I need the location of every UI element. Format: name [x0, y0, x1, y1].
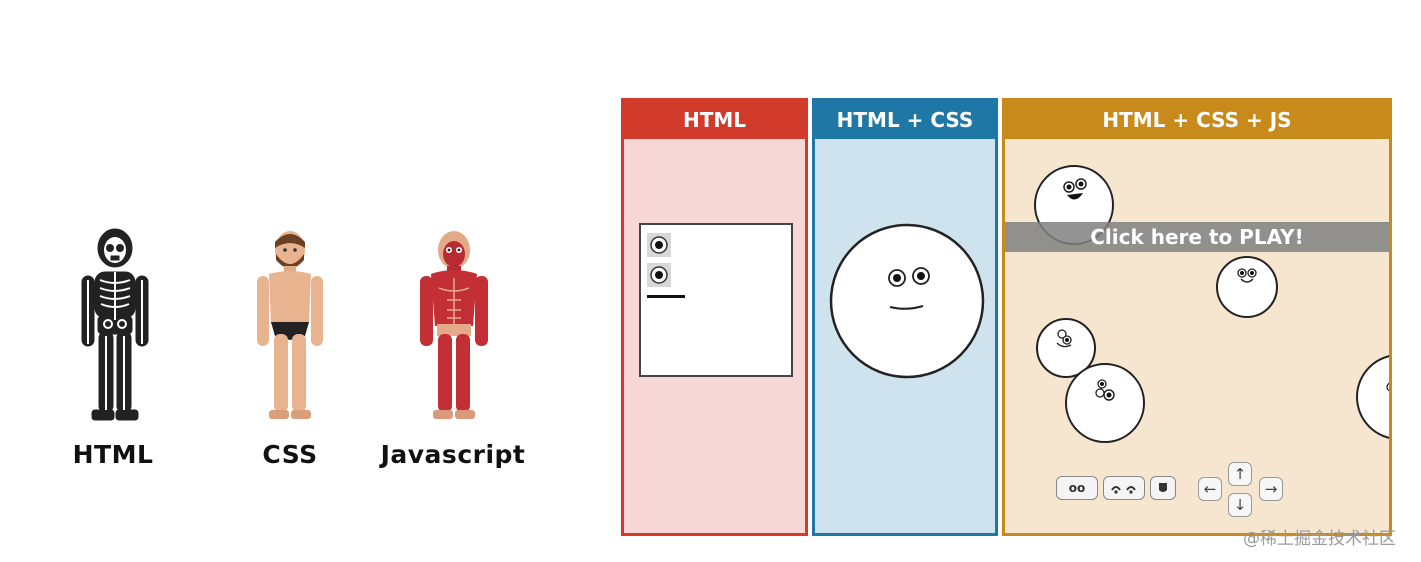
styled-face-icon — [829, 223, 985, 379]
arrow-down-button[interactable]: ↓ — [1228, 493, 1252, 517]
person-icon — [257, 231, 323, 419]
raw-mouth-line — [647, 295, 685, 298]
panel-html-css: HTML + CSS — [812, 98, 998, 536]
face-ball-2[interactable] — [1216, 256, 1278, 318]
play-button[interactable]: Click here to PLAY! — [1005, 222, 1389, 252]
watermark: @稀土掘金技术社区 — [1243, 529, 1396, 549]
skeleton-icon — [81, 228, 149, 421]
eyebrows-button[interactable] — [1103, 476, 1145, 500]
unstyled-face-box — [639, 223, 793, 377]
eyebrows-icon — [1111, 486, 1136, 494]
bouncing-faces — [1034, 165, 1389, 443]
eyes-button[interactable]: oo — [1056, 476, 1098, 500]
mouth-icon — [1159, 483, 1167, 492]
eyes-icon: oo — [1068, 481, 1086, 495]
figure-label-javascript: Javascript — [380, 440, 526, 469]
mouth-button[interactable] — [1150, 476, 1176, 500]
face-ball-3[interactable] — [1036, 318, 1096, 378]
muscle-body-icon — [420, 231, 488, 419]
figure-label-html: HTML — [72, 440, 154, 469]
arrow-right-button[interactable]: → — [1259, 477, 1283, 501]
face-ball-4[interactable] — [1065, 363, 1145, 443]
figure-label-css: CSS — [262, 440, 318, 469]
panel-html: HTML — [621, 98, 808, 536]
panel-html-css-js-title: HTML + CSS + JS — [1005, 101, 1389, 139]
raw-eye-icon — [647, 233, 671, 287]
arrow-up-button[interactable]: ↑ — [1228, 462, 1252, 486]
panel-html-css-title: HTML + CSS — [815, 101, 995, 139]
face-ball-5[interactable] — [1356, 355, 1389, 439]
arrow-left-button[interactable]: ← — [1198, 477, 1222, 501]
panel-html-title: HTML — [624, 101, 805, 139]
